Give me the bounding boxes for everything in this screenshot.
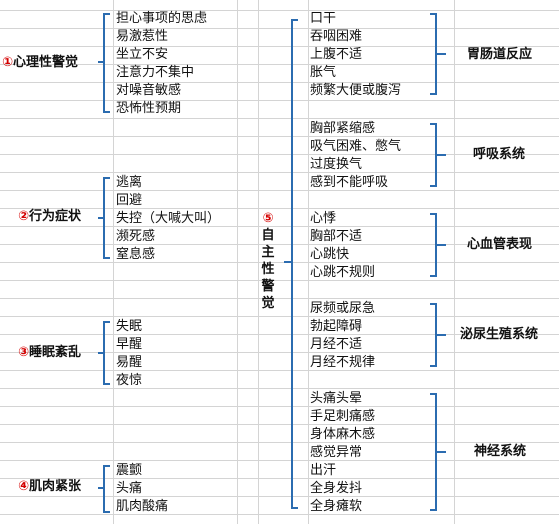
- subcategory-gastrointestinal: 胃肠道反应: [467, 47, 533, 62]
- list-item: 恐怖性预期: [116, 101, 182, 116]
- list-item: 感觉异常: [310, 445, 363, 460]
- list-item: 易醒: [116, 355, 143, 370]
- subcategory-urogenital: 泌尿生殖系统: [460, 327, 539, 342]
- list-item: 胀气: [310, 65, 337, 80]
- list-item: 胸部不适: [310, 229, 363, 244]
- list-item: 失控（大喊大叫）: [116, 211, 221, 226]
- list-item: 月经不规律: [310, 355, 376, 370]
- list-item: 濒死感: [116, 229, 156, 244]
- list-item: 失眠: [116, 319, 143, 334]
- list-item: 头痛头晕: [310, 391, 363, 406]
- list-item: 担心事项的思虑: [116, 11, 208, 26]
- list-item: 心悸: [310, 211, 337, 226]
- list-item: 胸部紧缩感: [310, 121, 376, 136]
- list-item: 夜惊: [116, 373, 143, 388]
- subcategory-cardiovascular: 心血管表现: [467, 237, 533, 252]
- right-bracket-1: [430, 13, 446, 95]
- list-item: 勃起障碍: [310, 319, 363, 334]
- left-bracket-4: [98, 465, 110, 513]
- right-bracket-2: [430, 123, 446, 187]
- left-bracket-1: [98, 13, 110, 113]
- list-item: 全身发抖: [310, 481, 363, 496]
- list-item: 心跳快: [310, 247, 350, 262]
- list-item: 出汗: [310, 463, 337, 478]
- list-item: 频繁大便或腹泻: [310, 83, 402, 98]
- list-item: 尿频或尿急: [310, 301, 376, 316]
- left-bracket-3: [98, 321, 110, 385]
- list-item: 感到不能呼吸: [310, 175, 389, 190]
- list-item: 窒息感: [116, 247, 156, 262]
- list-item: 手足刺痛感: [310, 409, 376, 424]
- left-bracket-2: [98, 177, 110, 259]
- list-item: 过度换气: [310, 157, 363, 172]
- subcategory-respiratory: 呼吸系统: [473, 147, 526, 162]
- list-item: 易激惹性: [116, 29, 169, 44]
- list-item: 月经不适: [310, 337, 363, 352]
- right-bracket-4: [430, 303, 446, 367]
- list-item: 早醒: [116, 337, 143, 352]
- list-item: 心跳不规则: [310, 265, 376, 280]
- list-item: 全身瘫软: [310, 499, 363, 514]
- list-item: 坐立不安: [116, 47, 169, 62]
- list-item: 肌肉酸痛: [116, 499, 169, 514]
- right-bracket-3: [430, 213, 446, 277]
- list-item: 逃离: [116, 175, 143, 190]
- category-psychological-alertness: ①心理性警觉: [2, 55, 79, 70]
- list-item: 对噪音敏感: [116, 83, 182, 98]
- right-bracket-5: [430, 393, 446, 511]
- list-item: 注意力不集中: [116, 65, 195, 80]
- list-item: 上腹不适: [310, 47, 363, 62]
- list-item: 震颤: [116, 463, 143, 478]
- list-item: 吸气困难、憋气: [310, 139, 402, 154]
- category-sleep-disturbance: ③睡眠紊乱: [18, 345, 82, 360]
- list-item: 吞咽困难: [310, 29, 363, 44]
- list-item: 回避: [116, 193, 143, 208]
- category-autonomic-alertness: ⑤ 自 主 性 警 觉: [261, 211, 275, 311]
- list-item: 头痛: [116, 481, 143, 496]
- list-item: 口干: [310, 11, 337, 26]
- category-muscle-tension: ④肌肉紧张: [18, 479, 82, 494]
- center-bracket: [284, 19, 298, 509]
- list-item: 身体麻木感: [310, 427, 376, 442]
- subcategory-nervous-system: 神经系统: [474, 444, 527, 459]
- category-behavioral-symptoms: ②行为症状: [18, 209, 82, 224]
